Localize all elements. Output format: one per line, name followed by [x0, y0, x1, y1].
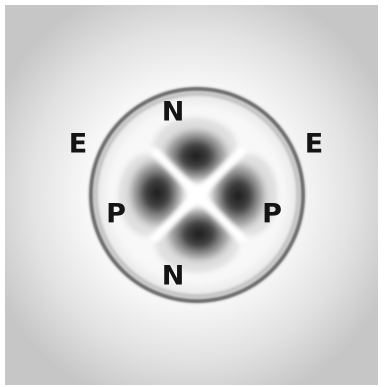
label-e-left: E	[69, 131, 87, 158]
orbital-figure	[5, 5, 378, 385]
label-n-top: N	[162, 99, 185, 126]
label-n-bottom: N	[162, 263, 185, 290]
label-e-right: E	[305, 131, 323, 158]
label-p-left: P	[106, 201, 126, 228]
lobe-left	[123, 152, 191, 234]
label-p-right: P	[262, 201, 282, 228]
